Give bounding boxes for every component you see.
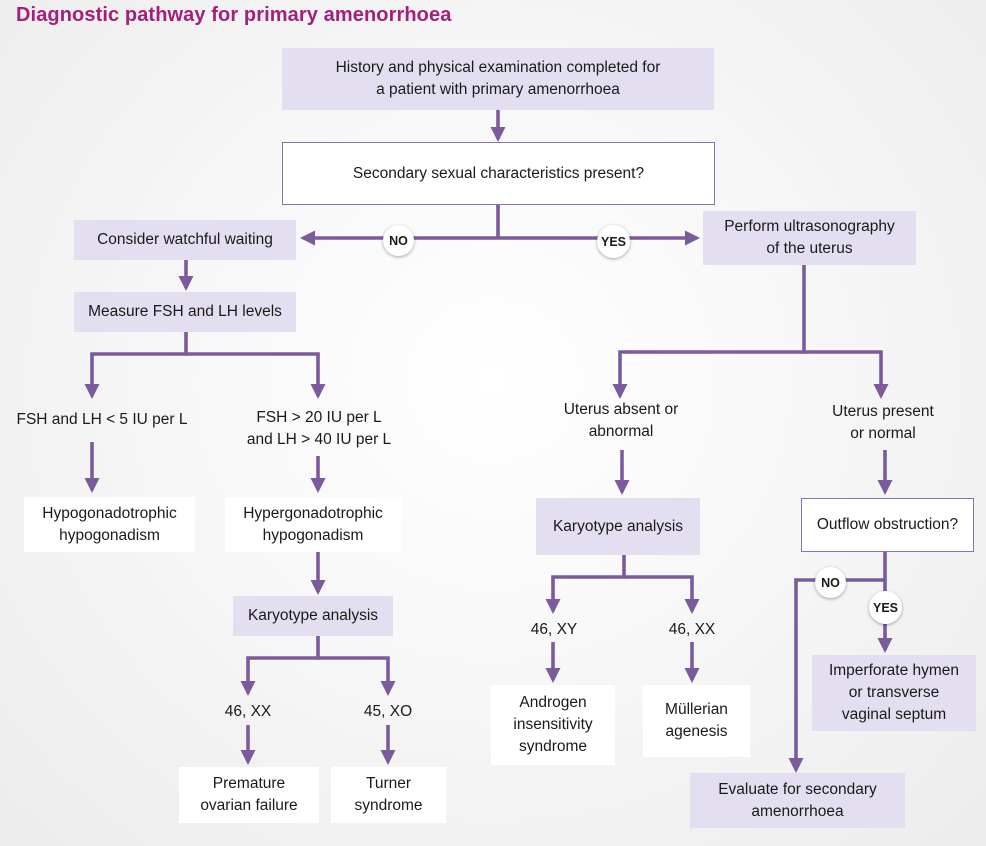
premature-ovarian-failure-box: Premature ovarian failure [179,767,319,823]
imperforate-hymen-box: Imperforate hymen or transverse vaginal … [812,655,976,731]
diagram-title: Diagnostic pathway for primary amenorrho… [16,4,452,26]
outflow-yes-badge: YES [869,591,902,624]
hypogonadotrophic-box: Hypogonadotrophic hypogonadism [24,497,195,552]
karyotype-analysis-left-box: Karyotype analysis [233,596,393,636]
line-karyotype-right-split [545,555,626,615]
turner-syndrome-box: Turner syndrome [331,767,446,823]
karyotype-46xx-left-label: 46, XX [224,703,272,720]
secondary-sexual-question-box: Secondary sexual characteristics present… [282,142,715,205]
fsh-lh-high-label: FSH > 20 IU per L and LH > 40 IU per L [246,409,392,448]
line-ultrasound-split [612,265,806,400]
karyotype-analysis-right-box: Karyotype analysis [536,498,700,555]
hypergonadotrophic-box: Hypergonadotrophic hypogonadism [225,497,401,552]
fsh-lh-low-label: FSH and LH < 5 IU per L [16,411,188,428]
arrow-to-46-xx-right [624,575,700,615]
line-karyotype-left-split [240,636,320,697]
outflow-no-badge: NO [815,567,846,598]
measure-fsh-lh-box: Measure FSH and LH levels [74,292,296,332]
mullerian-agenesis-box: Müllerian agenesis [643,685,750,757]
karyotype-46xx-right-label: 46, XX [668,621,716,638]
decision-yes-badge: YES [597,225,630,258]
arrow-to-45-xo [318,656,396,697]
androgen-insensitivity-box: Androgen insensitivity syndrome [491,685,615,765]
uterus-absent-label: Uterus absent or abnormal [563,401,679,440]
ultrasonography-box: Perform ultrasonography of the uterus [703,211,916,265]
evaluate-secondary-amenorrhoea-box: Evaluate for secondary amenorrhoea [690,773,905,828]
arrow-to-fsh-high [186,352,326,400]
arrow-to-uterus-present [804,350,889,400]
line-measure-split [84,332,188,400]
decision-no-badge: NO [383,225,414,256]
karyotype-45xo-label: 45, XO [363,703,413,720]
history-examination-box: History and physical examination complet… [282,48,714,110]
karyotype-46xy-label: 46, XY [530,621,578,638]
uterus-present-label: Uterus present or normal [832,403,934,442]
outflow-obstruction-question-box: Outflow obstruction? [801,498,974,552]
watchful-waiting-box: Consider watchful waiting [74,220,296,260]
